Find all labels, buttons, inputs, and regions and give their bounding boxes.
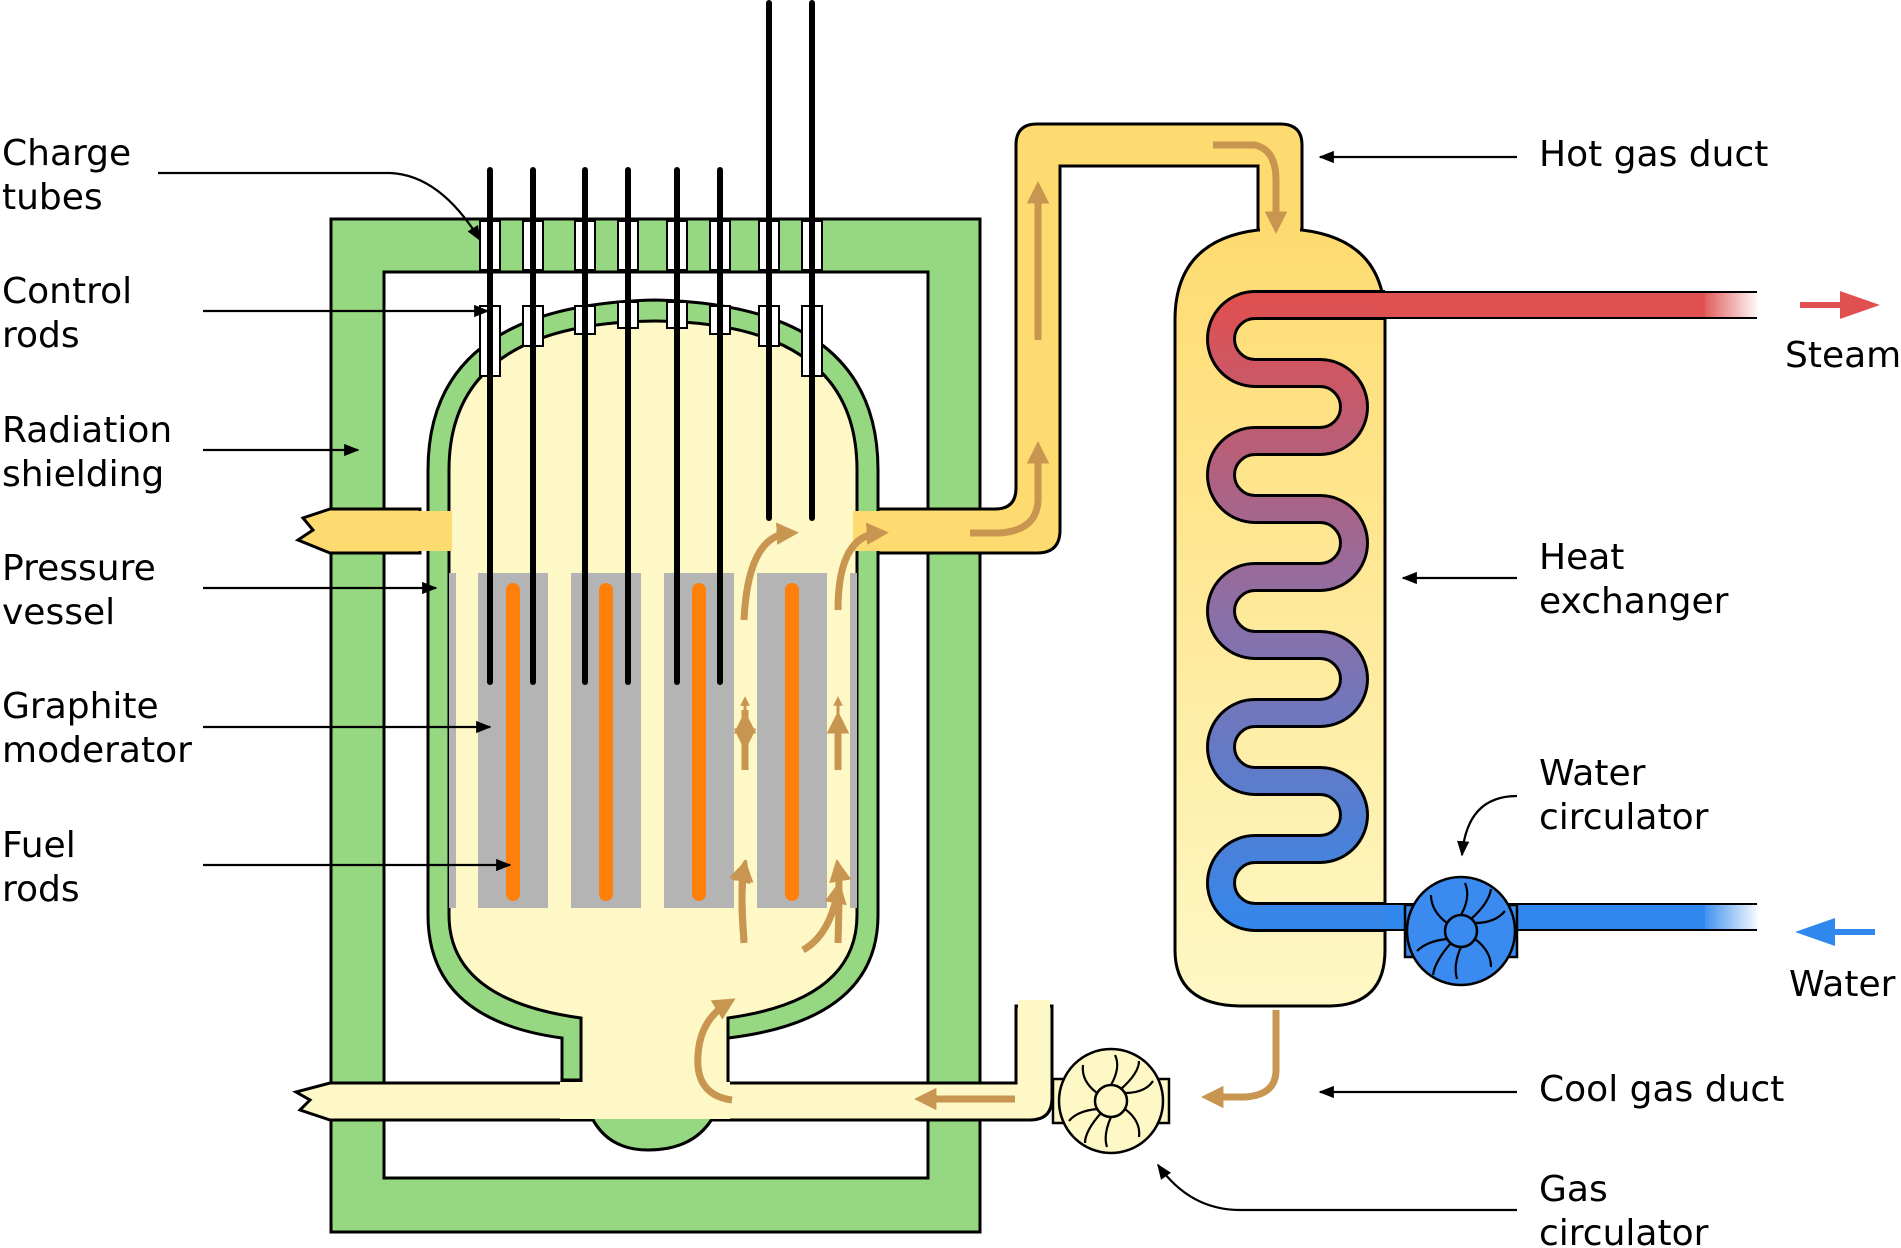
leader-lines — [158, 150, 1518, 1212]
label-control-rods: Control rods — [2, 271, 144, 356]
gas-circulator — [1051, 1047, 1171, 1155]
fuel-rods — [506, 583, 799, 901]
label-cool-gas-duct: Cool gas duct — [1539, 1069, 1784, 1110]
label-steam: Steam — [1785, 335, 1901, 376]
pressure-vessel — [412, 298, 893, 1152]
label-heat-exchanger: Heat exchanger — [1539, 537, 1729, 622]
label-fuel-rods: Fuel rods — [2, 825, 87, 910]
label-water-circulator: Water circulator — [1539, 753, 1709, 838]
label-radiation-shielding: Radiation shielding — [2, 410, 184, 495]
label-graphite-moderator: Graphite moderator — [2, 686, 192, 771]
label-charge-tubes: Charge tubes — [2, 133, 143, 218]
label-gas-circulator: Gas circulator — [1539, 1169, 1709, 1248]
steam-arrow — [1800, 291, 1880, 319]
control-rods — [487, 0, 815, 685]
label-hot-gas-duct: Hot gas duct — [1539, 134, 1768, 175]
label-pressure-vessel: Pressure vessel — [2, 548, 167, 633]
steam-pipe — [1385, 291, 1760, 319]
hot-gas-duct — [858, 122, 1304, 555]
gas-ducts — [292, 122, 1304, 1122]
vessel-roof-channels — [479, 301, 823, 377]
water-circulator — [1403, 875, 1519, 987]
gas-flow-arrows-core — [739, 696, 843, 880]
hot-gas-inlet-stub — [294, 507, 422, 555]
label-water: Water — [1789, 964, 1896, 1005]
heat-exchanger — [1018, 226, 1387, 1012]
cool-gas-duct — [292, 1004, 1054, 1122]
labels: Charge tubes Control rods Radiation shie… — [2, 133, 1901, 1248]
water-circulator-blades — [1416, 882, 1506, 980]
gas-circulator-blades — [1068, 1054, 1154, 1148]
water-arrow — [1795, 918, 1875, 946]
